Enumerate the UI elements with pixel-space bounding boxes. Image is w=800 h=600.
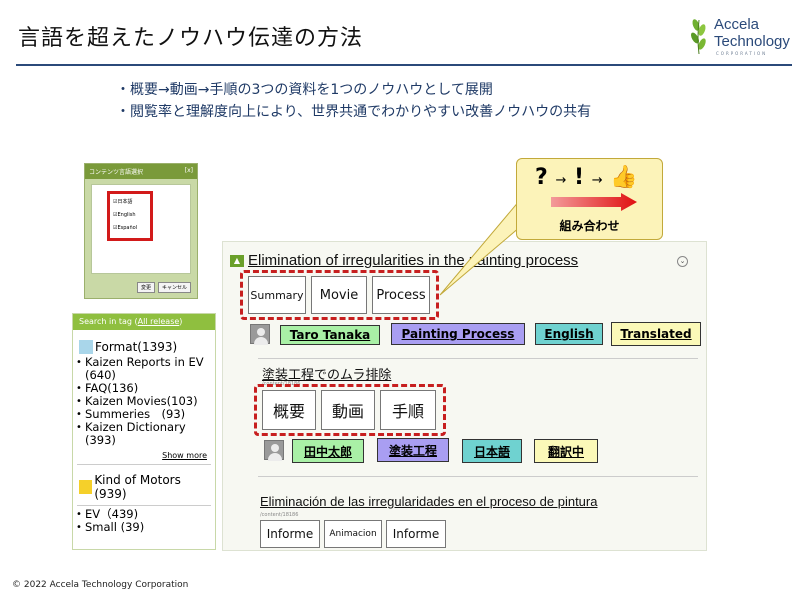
- content-tabs-japanese: 概要 動画 手順: [262, 390, 436, 430]
- language-options: 日本語 English Español: [107, 191, 153, 241]
- tag-group-format[interactable]: Format(1393): [73, 330, 215, 356]
- divider: [258, 476, 698, 477]
- arrow-right-icon: →: [591, 173, 603, 188]
- format-swatch-icon: [79, 340, 93, 354]
- content-title-spanish[interactable]: Eliminación de las irregularidades en el…: [260, 494, 598, 509]
- tab-informe[interactable]: Informe: [260, 520, 320, 548]
- title-divider: [16, 64, 792, 66]
- tab-animacion[interactable]: Animacion: [324, 520, 382, 548]
- copyright-footer: © 2022 Accela Technology Corporation: [12, 580, 189, 590]
- tag-author[interactable]: Taro Tanaka: [280, 325, 380, 345]
- callout-label: 組み合わせ: [559, 219, 620, 233]
- close-icon[interactable]: [x]: [184, 167, 193, 174]
- logo-text-technology: Technology: [714, 33, 790, 50]
- leaf-icon: [691, 19, 706, 55]
- cancel-button[interactable]: キャンセル: [157, 282, 191, 293]
- language-checkbox-spanish[interactable]: Español: [113, 222, 147, 235]
- red-arrow-icon: [551, 193, 637, 211]
- bullet-item: 閲覧率と理解度向上により、世界共通でわかりやすい改善ノウハウの共有: [116, 101, 591, 123]
- language-select-dialog: コンテンツ言語選択 [x] 日本語 English Español 変更 キャン…: [84, 163, 198, 299]
- tag-category[interactable]: Painting Process: [391, 323, 525, 345]
- tag-item[interactable]: EV（439): [73, 508, 215, 522]
- tab-summary[interactable]: Summary: [248, 276, 306, 314]
- tag-language[interactable]: English: [535, 323, 603, 345]
- logo-text-corporation: CORPORATION: [716, 51, 768, 56]
- slide-title: 言語を超えたノウハウ伝達の方法: [18, 26, 364, 51]
- content-title-english[interactable]: Elimination of irregularities in the pai…: [248, 252, 579, 269]
- tag-item[interactable]: Summeries (93): [73, 408, 215, 422]
- exclamation-mark: !: [574, 165, 585, 190]
- highlight-frame: [240, 270, 439, 320]
- tab-process-ja[interactable]: 手順: [380, 390, 436, 430]
- tag-status-ja[interactable]: 翻訳中: [534, 439, 598, 463]
- content-title-japanese[interactable]: 塗装工程でのムラ排除: [262, 367, 392, 382]
- language-checkbox-japanese[interactable]: 日本語: [113, 196, 147, 209]
- tag-item[interactable]: Kaizen Dictionary (393): [73, 421, 215, 447]
- tag-panel-header-text: Search in tag (: [79, 317, 138, 326]
- divider: [258, 358, 698, 359]
- tag-author-ja[interactable]: 田中太郎: [292, 439, 364, 463]
- question-mark: ?: [535, 165, 548, 190]
- tab-movie[interactable]: Movie: [311, 276, 367, 314]
- callout-symbols: ? → ! → 👍: [535, 165, 638, 190]
- content-path: /content/18186: [260, 512, 299, 518]
- tag-panel-header-end: ): [179, 317, 183, 326]
- dialog-buttons: 変更 キャンセル: [136, 282, 191, 293]
- show-more-link[interactable]: Show more: [162, 451, 207, 460]
- divider: [77, 505, 211, 506]
- combination-callout: ? → ! → 👍 組み合わせ: [516, 158, 663, 240]
- content-tabs-spanish: Informe Animacion Informe: [260, 520, 446, 548]
- language-checkbox-english[interactable]: English: [113, 209, 147, 222]
- dialog-titlebar: コンテンツ言語選択 [x]: [85, 164, 197, 179]
- content-tabs-english: Summary Movie Process: [248, 276, 430, 314]
- change-button[interactable]: 変更: [136, 282, 155, 293]
- tag-item[interactable]: Kaizen Reports in EV (640): [73, 356, 215, 382]
- tag-search-panel: Search in tag (All release) Format(1393)…: [72, 313, 216, 550]
- tag-status[interactable]: Translated: [611, 322, 701, 346]
- logo-text-accela: Accela: [714, 16, 760, 33]
- tag-group-label: Format(1393): [95, 340, 178, 354]
- tag-group-label: Kind of Motors (939): [94, 473, 181, 501]
- tab-overview-ja[interactable]: 概要: [262, 390, 316, 430]
- tag-item[interactable]: FAQ(136): [73, 382, 215, 396]
- tag-language-ja[interactable]: 日本語: [462, 439, 522, 463]
- bullet-item: 概要→動画→手順の3つの資料を1つのノウハウとして展開: [116, 79, 591, 101]
- arrow-right-icon: →: [555, 173, 567, 188]
- avatar: [264, 440, 284, 461]
- avatar: [250, 324, 270, 345]
- tag-item[interactable]: Small (39): [73, 521, 215, 535]
- tab-informe-2[interactable]: Informe: [386, 520, 446, 548]
- tab-movie-ja[interactable]: 動画: [321, 390, 375, 430]
- tab-process[interactable]: Process: [372, 276, 430, 314]
- bullet-list: 概要→動画→手順の3つの資料を1つのノウハウとして展開 閲覧率と理解度向上により…: [116, 79, 591, 123]
- thumbs-up-icon: 👍: [610, 165, 638, 190]
- tag-group-motors[interactable]: Kind of Motors (939): [73, 467, 215, 503]
- all-release-link[interactable]: All release: [137, 317, 180, 326]
- company-logo: Accela Technology CORPORATION: [686, 14, 794, 58]
- collapse-icon[interactable]: ⌄: [677, 256, 688, 267]
- thumbs-up-icon: ▲: [230, 255, 244, 267]
- tag-panel-header: Search in tag (All release): [73, 314, 215, 330]
- motors-swatch-icon: [79, 480, 93, 494]
- tag-item[interactable]: Kaizen Movies(103): [73, 395, 215, 409]
- highlight-frame: [254, 384, 446, 436]
- dialog-title: コンテンツ言語選択: [89, 169, 144, 176]
- divider: [77, 464, 211, 465]
- tag-category-ja[interactable]: 塗装工程: [377, 438, 449, 462]
